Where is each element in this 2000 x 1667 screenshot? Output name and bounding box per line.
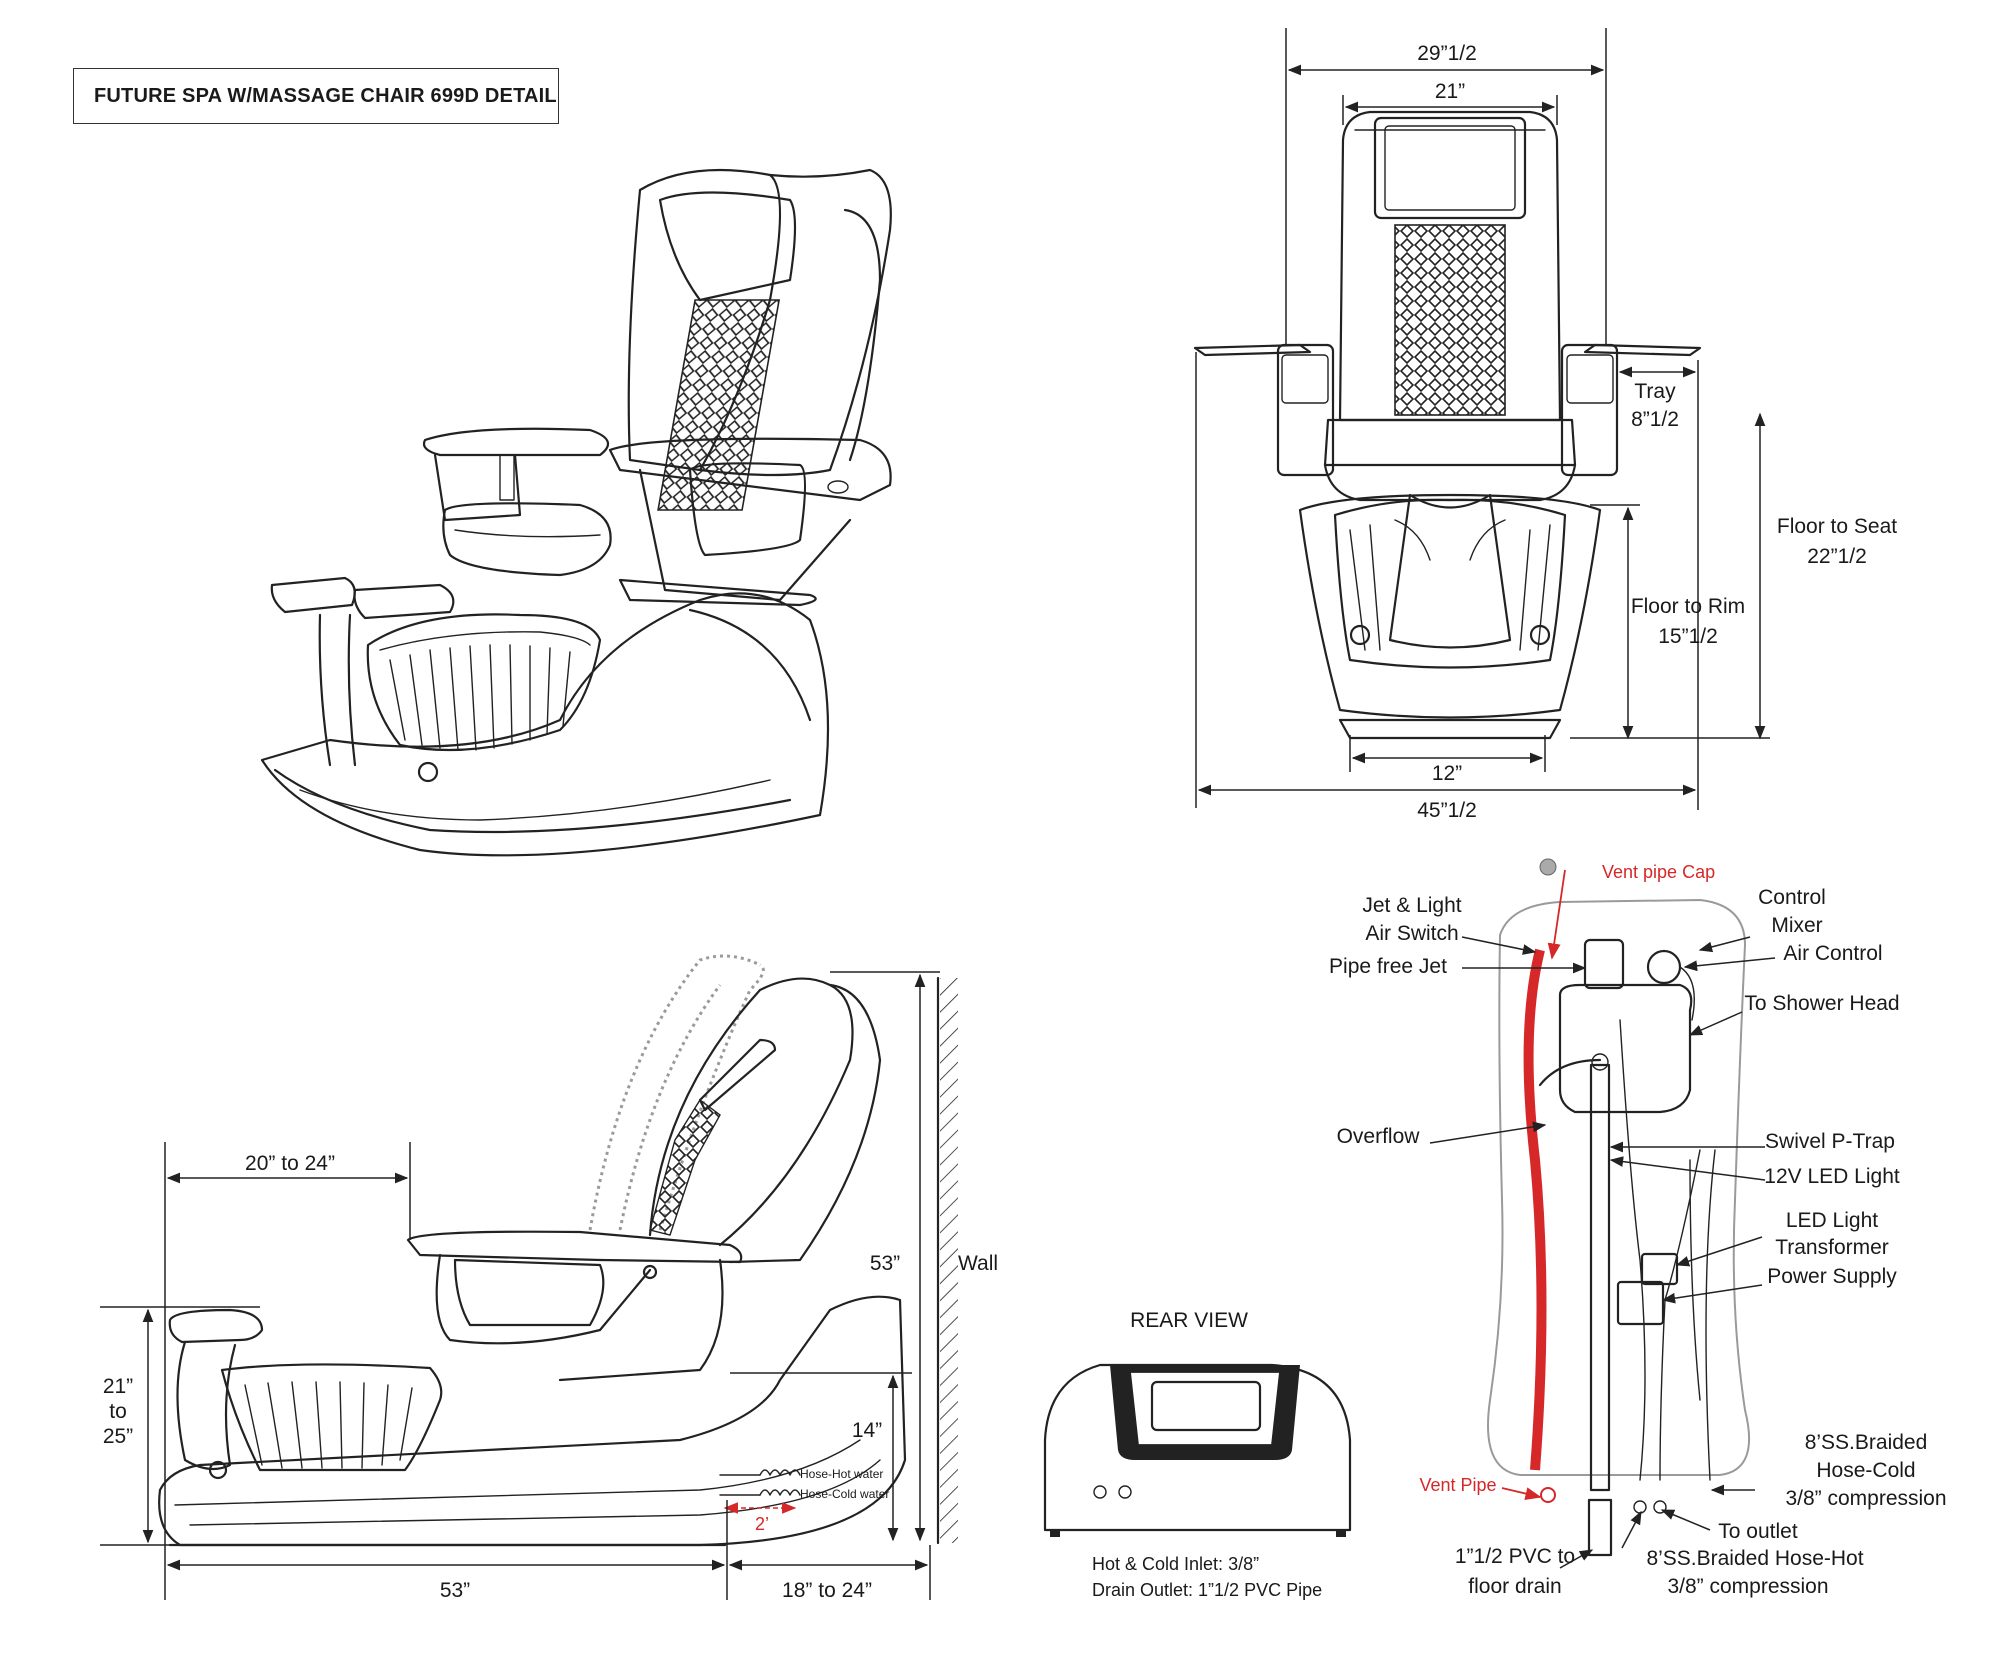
dim-overall-top: 29”1/2: [1417, 42, 1477, 65]
hose-hot-label: Hose-Hot water: [800, 1467, 883, 1481]
dim-overall-height: 53”: [870, 1252, 900, 1275]
dim-floor-to-rim-value: 15”1/2: [1658, 625, 1718, 648]
pipe-free-jet-label: Pipe free Jet: [1329, 955, 1447, 978]
pvc-label-a: 1”1/2 PVC to: [1455, 1545, 1575, 1568]
swivel-p-trap-label: Swivel P-Trap: [1765, 1130, 1895, 1153]
wall-label: Wall: [958, 1252, 998, 1275]
vent-pipe-label: Vent Pipe: [1419, 1475, 1496, 1495]
hose-hot-label-a: 8’SS.Braided Hose-Hot: [1646, 1547, 1863, 1570]
rear-view-heading: REAR VIEW: [1130, 1309, 1248, 1332]
overflow-label: Overflow: [1337, 1125, 1421, 1148]
hose-cold-label: Hose-Cold water: [800, 1487, 889, 1501]
dim-plumbing-height: 14”: [852, 1419, 882, 1442]
control-label: Control: [1758, 886, 1826, 909]
hose-spacing-label: 2’: [755, 1514, 769, 1534]
dim-wall-clearance: 18” to 24”: [782, 1579, 872, 1602]
perspective-view: [260, 168, 892, 857]
front-view: 29”1/2 21” Tray 8”1/2 Floor to Seat 22”1…: [1193, 28, 1897, 822]
air-control-label: Air Control: [1783, 942, 1882, 965]
dim-floor-to-rim-label: Floor to Rim: [1631, 595, 1745, 618]
dim-base-width: 12”: [1432, 762, 1462, 785]
dim-overall-length: 53”: [440, 1579, 470, 1602]
to-outlet-label: To outlet: [1718, 1520, 1798, 1543]
hose-cold-label-a: 8’SS.Braided: [1805, 1431, 1928, 1454]
dim-floor-to-seat-value: 22”1/2: [1807, 545, 1867, 568]
to-shower-head-label: To Shower Head: [1744, 992, 1899, 1015]
led-light-12v-label: 12V LED Light: [1764, 1165, 1900, 1188]
led-transformer-label-b: Transformer: [1775, 1236, 1889, 1259]
power-supply-label: Power Supply: [1767, 1265, 1897, 1288]
sheet-title-text: FUTURE SPA W/MASSAGE CHAIR 699D DETAIL: [94, 84, 557, 107]
pvc-label-b: floor drain: [1468, 1575, 1561, 1598]
dim-overall-width: 45”1/2: [1417, 799, 1477, 822]
vent-pipe-cap-label: Vent pipe Cap: [1602, 862, 1715, 882]
dim-tray-value: 8”1/2: [1631, 408, 1679, 431]
rear-view-drain-note: Drain Outlet: 1”1/2 PVC Pipe: [1092, 1580, 1322, 1600]
hose-cold-label-c: 3/8” compression: [1785, 1487, 1946, 1510]
dim-footrest-reach: 20” to 24”: [245, 1152, 335, 1175]
dim-floor-to-seat-label: Floor to Seat: [1777, 515, 1897, 538]
dim-footrest-height-to: to: [109, 1400, 127, 1423]
hose-hot-label-b: 3/8” compression: [1667, 1575, 1828, 1598]
rear-view-inlet-note: Hot & Cold Inlet: 3/8”: [1092, 1554, 1259, 1574]
jet-light-air-switch-label-b: Air Switch: [1365, 922, 1458, 945]
sheet-title: FUTURE SPA W/MASSAGE CHAIR 699D DETAIL: [73, 68, 559, 124]
massage-pattern: [1394, 224, 1506, 416]
led-transformer-label-a: LED Light: [1786, 1209, 1878, 1232]
dim-footrest-height-a: 21”: [103, 1375, 133, 1398]
jet-light-air-switch-label-a: Jet & Light: [1362, 894, 1461, 917]
hose-cold-label-b: Hose-Cold: [1816, 1459, 1915, 1482]
side-view: 20” to 24” 21” to 25” 53” Wall 14” Hose-…: [100, 954, 998, 1602]
plumbing-diagram: Vent pipe Cap Jet & Light Air Switch Pip…: [1329, 858, 1947, 1598]
dim-chair-width: 21”: [1435, 80, 1465, 103]
dim-footrest-height-b: 25”: [103, 1425, 133, 1448]
dim-tray-label: Tray: [1634, 380, 1676, 403]
mixer-label: Mixer: [1771, 914, 1822, 937]
rear-view: REAR VIEW Hot & Cold Inlet: 3/8” Drain O…: [1043, 1309, 1352, 1600]
